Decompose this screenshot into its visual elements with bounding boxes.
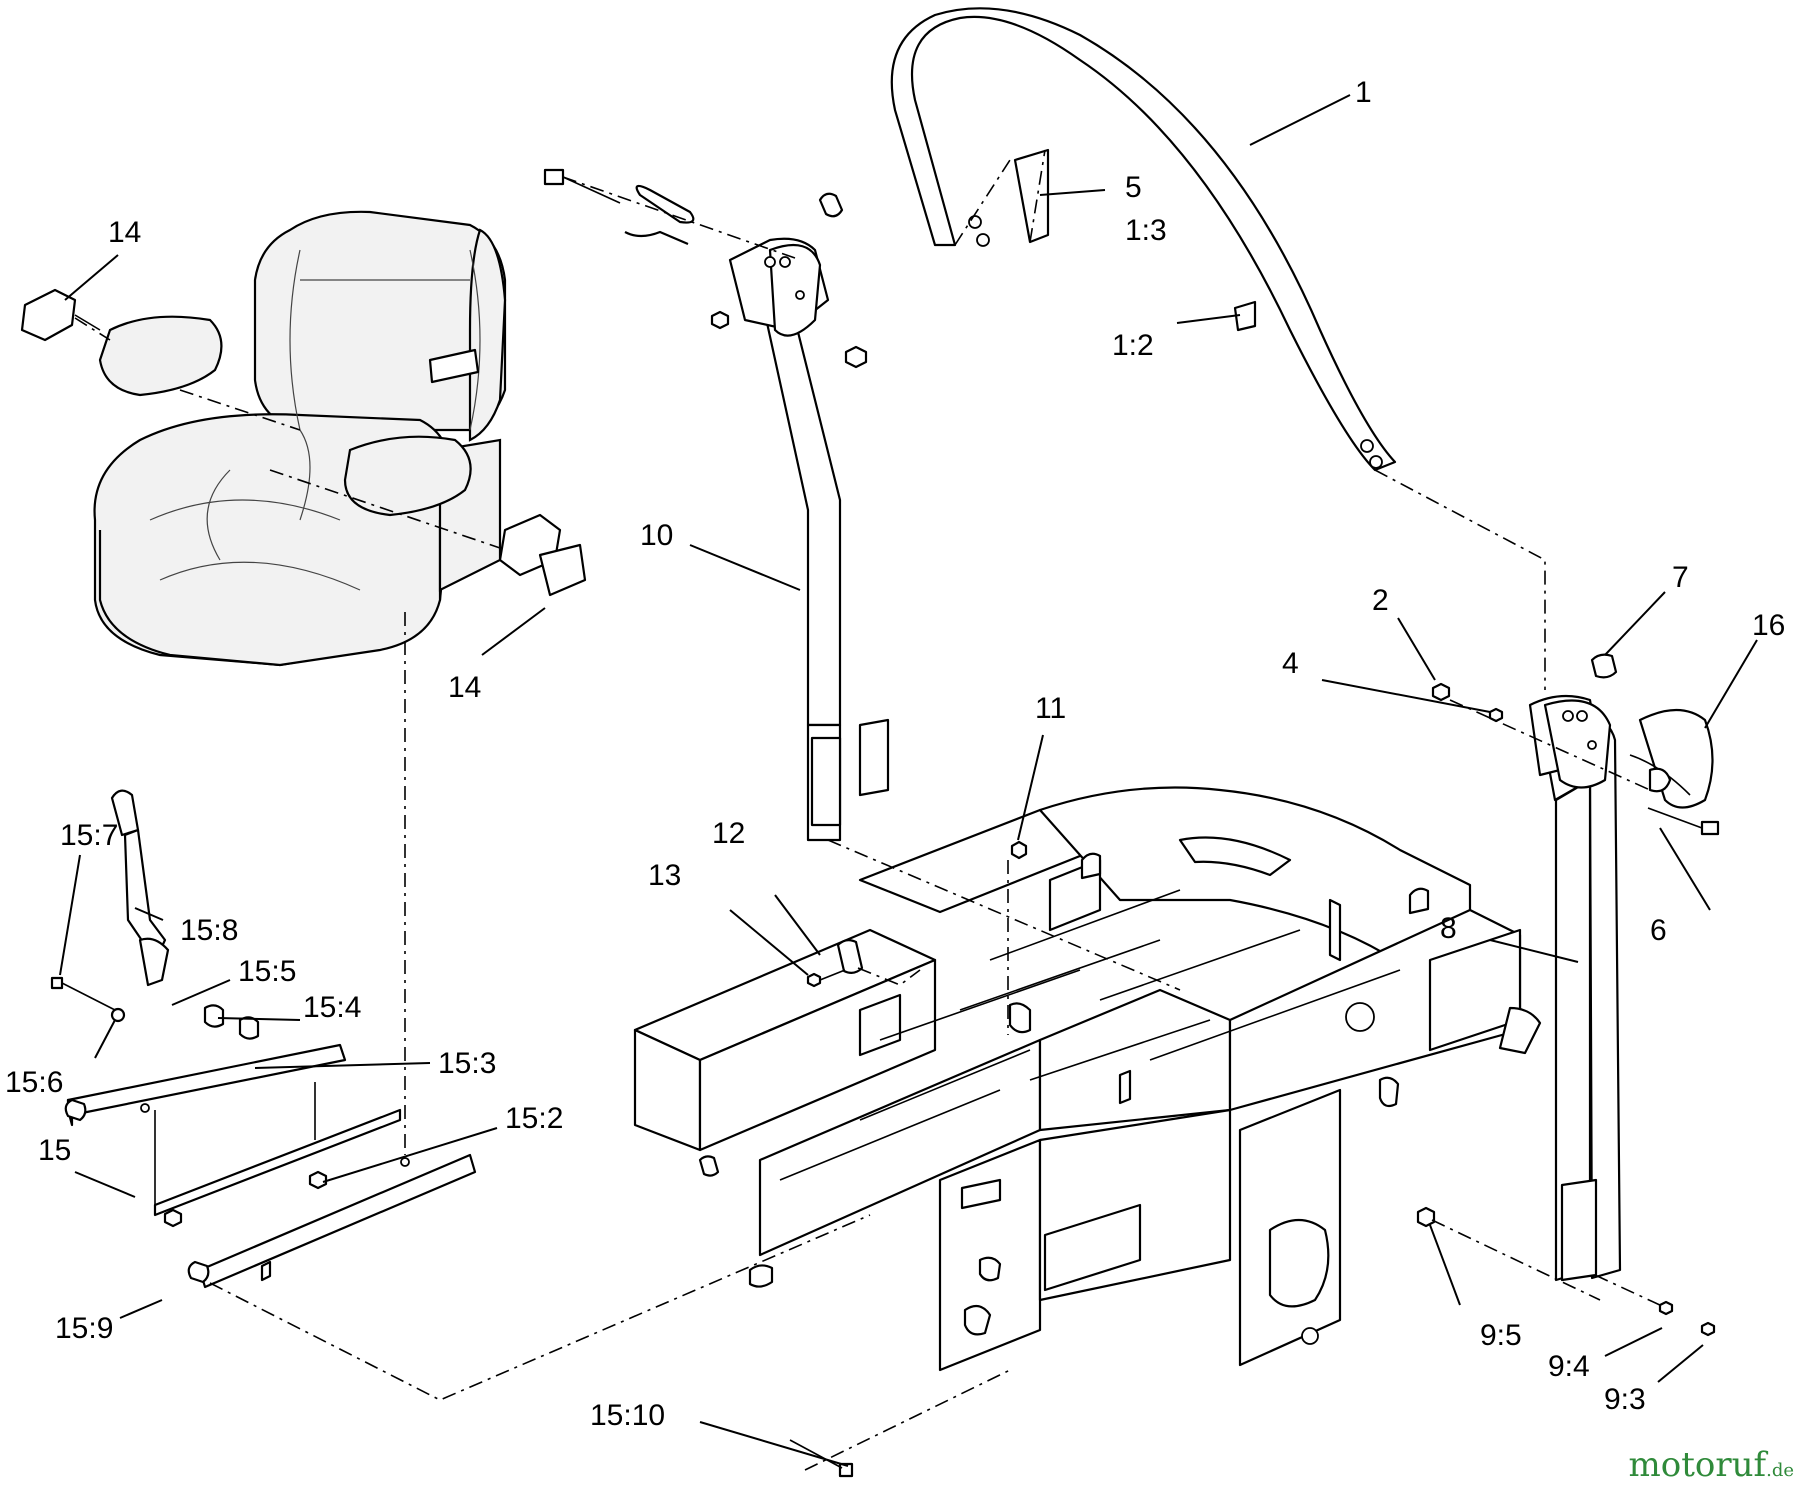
callout-15-2: 15:2: [505, 1102, 563, 1135]
callout-4: 4: [1282, 647, 1299, 680]
bolt-6: [1647, 807, 1720, 836]
callout-16: 16: [1752, 609, 1785, 642]
hardware-9: [1416, 1206, 1716, 1337]
right-mount-post: [1528, 694, 1622, 1282]
lever-hardware: [50, 976, 854, 1478]
callout-15-5: 15:5: [238, 955, 296, 988]
watermark-suffix: .de: [1766, 1460, 1794, 1481]
spacer-12: [836, 938, 864, 975]
bolt-13: [806, 969, 846, 988]
nut-2: [1431, 682, 1451, 702]
adjust-lever: [110, 789, 170, 987]
callout-14-bottom: 14: [448, 671, 481, 704]
callout-15-10: 15:10: [590, 1399, 665, 1432]
callout-2: 2: [1372, 584, 1389, 617]
callout-1-2: 1:2: [1112, 329, 1154, 362]
callout-12: 12: [712, 817, 745, 850]
nut-11: [1010, 840, 1028, 860]
seat-switch-right: [498, 513, 587, 597]
bumper-7: [1590, 653, 1618, 679]
seat-plate: [64, 1043, 477, 1289]
callout-13: 13: [648, 859, 681, 892]
left-pin-assembly: [543, 168, 844, 246]
decal-5: [1013, 148, 1050, 244]
callout-9-5: 9:5: [1480, 1319, 1522, 1352]
callout-5: 5: [1125, 171, 1142, 204]
callout-8: 8: [1440, 912, 1457, 945]
assembly-lines: [74, 149, 1663, 1471]
callout-7: 7: [1672, 561, 1689, 594]
callout-11: 11: [1035, 692, 1066, 725]
seat-switch-left: [20, 288, 101, 342]
leader-lines: [59, 94, 1758, 1467]
watermark-logo: motoruf.de: [1629, 1445, 1794, 1485]
callout-10: 10: [640, 519, 673, 552]
seat: [93, 210, 507, 667]
callout-15-4: 15:4: [303, 991, 361, 1024]
roll-bar: [890, 7, 1397, 472]
watermark-text-1: motoruf: [1628, 1445, 1767, 1485]
callout-15-6: 15:6: [5, 1066, 63, 1099]
decal-1-2: [1233, 300, 1257, 332]
main-frame: [633, 786, 1542, 1372]
callout-15-3: 15:3: [438, 1047, 496, 1080]
callout-1-3: 1:3: [1125, 214, 1167, 247]
callout-15: 15: [38, 1134, 71, 1167]
callout-15-7: 15:7: [60, 819, 118, 852]
callout-labels: 1 5 1:3 1:2 14 14 10 2 7 16 4 11 12 13 8…: [5, 76, 1785, 1432]
bolt-4: [1488, 707, 1504, 723]
cable-cover-16: [1629, 709, 1714, 809]
callout-15-9: 15:9: [55, 1312, 113, 1345]
callout-1: 1: [1355, 76, 1372, 109]
callout-6: 6: [1650, 914, 1667, 947]
left-mount-post: [710, 237, 890, 842]
callout-14-top: 14: [108, 216, 141, 249]
callout-9-3: 9:3: [1604, 1383, 1646, 1416]
callout-9-4: 9:4: [1548, 1350, 1590, 1383]
callout-15-8: 15:8: [180, 914, 238, 947]
